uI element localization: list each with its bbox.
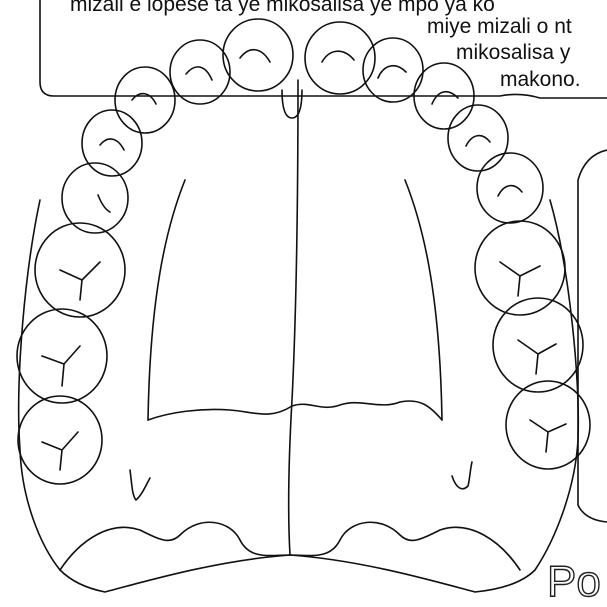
tooth-lateral-incisor-left: [170, 40, 230, 104]
palate-outline: [19, 200, 579, 592]
tooth-premolar2-left: [62, 163, 128, 233]
outlined-title-word: Po: [547, 557, 601, 607]
tooth-molar3-left: [18, 396, 102, 484]
tooth-premolar1-right: [448, 105, 508, 171]
incisive-papilla: [282, 90, 302, 118]
tooth-canine-left: [115, 67, 175, 133]
tooth-molar1-left: [35, 223, 125, 317]
left-palatal-ridge: [148, 180, 185, 420]
tooth-central-incisor-left: [223, 19, 293, 91]
callout-text-line-2: miye mizali o nt: [427, 13, 572, 40]
left-fovea: [130, 470, 150, 500]
midline-raphe: [289, 80, 298, 555]
palate-junction: [148, 401, 442, 420]
callout-text-line-3: mikosalisa y: [456, 39, 570, 66]
tooth-premolar1-left: [82, 110, 142, 176]
tooth-molar2-left: [17, 309, 107, 403]
right-fovea: [452, 462, 472, 489]
callout-text-line-4: makono.: [500, 66, 581, 93]
tooth-premolar2-right: [477, 153, 543, 223]
right-palatal-ridge: [405, 180, 442, 420]
